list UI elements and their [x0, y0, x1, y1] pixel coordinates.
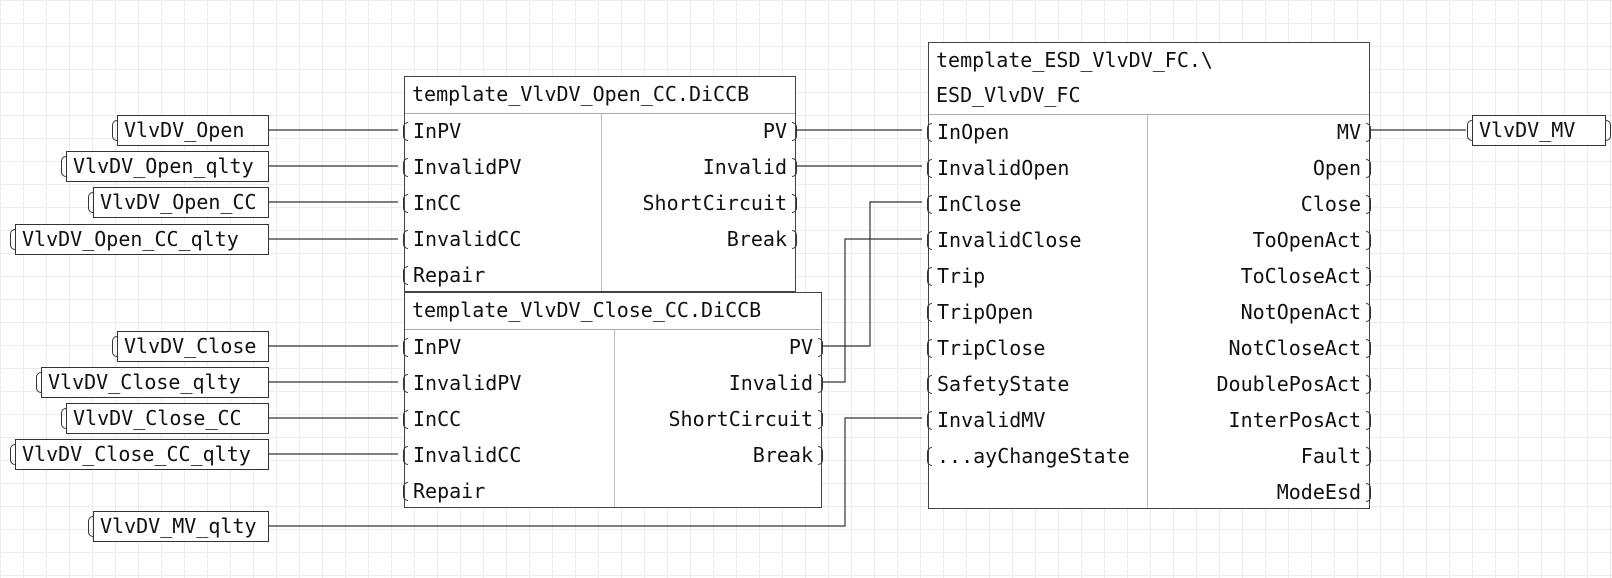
pin-invalidpv[interactable]: InvalidPV [402, 366, 521, 401]
pin-repair[interactable]: Repair [402, 474, 485, 509]
input-tag-label: VlvDV_Close_qlty [48, 370, 241, 394]
pin-invalidclose[interactable]: InvalidClose [927, 223, 1082, 258]
pin-inpv[interactable]: InPV [402, 114, 461, 149]
block-close-cc[interactable]: template_VlvDV_Close_CC.DiCCB InPV Inval… [402, 292, 824, 509]
block-title: template_VlvDV_Open_CC.DiCCB [412, 82, 750, 106]
input-tag-label: VlvDV_Close_CC [73, 406, 242, 430]
pin-shortcircuit[interactable]: ShortCircuit [643, 186, 797, 221]
input-tag-vlvdv-open-cc[interactable]: VlvDV_Open_CC [88, 187, 269, 218]
pin-incc[interactable]: InCC [402, 186, 461, 221]
pin-toopenact[interactable]: ToOpenAct [1253, 223, 1372, 258]
pin-invalidpv[interactable]: InvalidPV [402, 150, 521, 185]
pin-inclose[interactable]: InClose [926, 187, 1021, 222]
pin-invalid[interactable]: Invalid [703, 150, 798, 185]
pin-invalidcc[interactable]: InvalidCC [402, 222, 521, 257]
pin-doubleposact[interactable]: DoublePosAct [1217, 367, 1371, 402]
pin-safetystate[interactable]: SafetyState [926, 367, 1069, 402]
pin-incc[interactable]: InCC [402, 402, 461, 437]
pin-break[interactable]: Break [727, 222, 798, 257]
pin-invalidmv[interactable]: InvalidMV [926, 403, 1045, 438]
block-esd-vlvdv-fc[interactable]: template_ESD_VlvDV_FC.\ ESD_VlvDV_FC InO… [926, 42, 1372, 510]
pin-notcloseact[interactable]: NotCloseAct [1229, 331, 1372, 366]
pin-mv[interactable]: MV [1337, 115, 1372, 150]
input-tag-label: VlvDV_MV_qlty [100, 514, 257, 538]
input-tag-vlvdv-close-cc[interactable]: VlvDV_Close_CC [61, 403, 269, 434]
pin-maychangestate[interactable]: ...ayChangeState [927, 439, 1130, 474]
input-tag-label: VlvDV_Open_CC_qlty [22, 227, 239, 251]
pin-trip[interactable]: Trip [926, 259, 985, 294]
pin-repair[interactable]: Repair [402, 258, 485, 293]
block-title-line1: template_ESD_VlvDV_FC.\ [936, 48, 1213, 72]
pin-tripopen[interactable]: TripOpen [926, 295, 1033, 330]
input-tag-vlvdv-open[interactable]: VlvDV_Open [112, 115, 269, 146]
input-tag-vlvdv-close-cc-qlty[interactable]: VlvDV_Close_CC_qlty [10, 439, 269, 470]
pin-notopenact[interactable]: NotOpenAct [1241, 295, 1372, 330]
pin-inopen[interactable]: InOpen [926, 115, 1009, 150]
pin-tripclose[interactable]: TripClose [926, 331, 1045, 366]
pin-modeesd[interactable]: ModeEsd [1277, 475, 1372, 510]
pin-close[interactable]: Close [1301, 187, 1372, 222]
pin-shortcircuit[interactable]: ShortCircuit [669, 402, 823, 437]
pin-inpv[interactable]: InPV [402, 330, 461, 365]
pin-invalidcc[interactable]: InvalidCC [402, 438, 521, 473]
input-tag-vlvdv-open-qlty[interactable]: VlvDV_Open_qlty [61, 151, 269, 182]
pin-invalid[interactable]: Invalid [729, 366, 824, 401]
pin-open[interactable]: Open [1313, 151, 1372, 186]
input-tag-label: VlvDV_Open_qlty [73, 154, 254, 178]
input-tag-vlvdv-mv-qlty[interactable]: VlvDV_MV_qlty [88, 511, 269, 542]
input-tag-label: VlvDV_Open [124, 118, 245, 142]
output-tag-vlvdv-mv[interactable]: VlvDV_MV [1467, 115, 1611, 146]
input-tag-vlvdv-open-cc-qlty[interactable]: VlvDV_Open_CC_qlty [10, 224, 269, 255]
input-tag-vlvdv-close[interactable]: VlvDV_Close [112, 331, 269, 362]
pin-fault[interactable]: Fault [1301, 439, 1372, 474]
pin-pv[interactable]: PV [789, 330, 824, 365]
input-tag-vlvdv-close-qlty[interactable]: VlvDV_Close_qlty [36, 367, 269, 398]
pin-tocloseact[interactable]: ToCloseAct [1241, 259, 1372, 294]
wire-close-invalid-to-invalidclose [820, 238, 922, 383]
block-open-cc[interactable]: template_VlvDV_Open_CC.DiCCB InPV Invali… [402, 76, 798, 293]
block-title: template_VlvDV_Close_CC.DiCCB [412, 298, 762, 322]
pin-break[interactable]: Break [753, 438, 824, 473]
block-title-line2: ESD_VlvDV_FC [936, 83, 1081, 107]
output-tag-label: VlvDV_MV [1479, 118, 1576, 142]
pin-pv[interactable]: PV [763, 114, 798, 149]
pin-interposact[interactable]: InterPosAct [1229, 403, 1372, 438]
input-tag-label: VlvDV_Open_CC [100, 190, 257, 214]
input-tag-label: VlvDV_Close [124, 334, 257, 358]
wire-close-pv-to-inclose [820, 201, 922, 347]
input-tag-label: VlvDV_Close_CC_qlty [22, 442, 251, 466]
pin-invalidopen[interactable]: InvalidOpen [926, 151, 1069, 186]
